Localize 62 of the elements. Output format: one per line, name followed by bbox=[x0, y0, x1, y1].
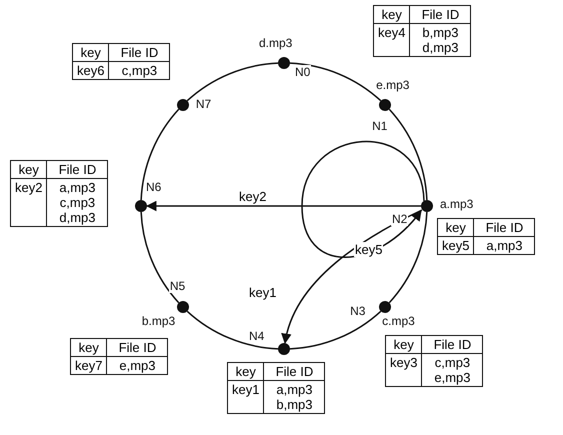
node-label: N7 bbox=[194, 96, 212, 111]
file-id-cell: a,mp3 bbox=[474, 236, 535, 254]
file-id-cell: c,mp3 e,mp3 bbox=[422, 354, 483, 386]
node-label: N0 bbox=[294, 65, 312, 79]
node-label: N6 bbox=[145, 180, 162, 194]
file-id-cell: a,mp3 b,mp3 bbox=[264, 380, 325, 414]
node-label: N5 bbox=[168, 279, 186, 294]
header-cell: key bbox=[10, 160, 47, 178]
node-label: N1 bbox=[371, 118, 388, 133]
file-id-cell: e,mp3 bbox=[106, 356, 168, 374]
file-id-cell: a,mp3 c,mp3 d,mp3 bbox=[46, 178, 108, 226]
key-table bbox=[72, 43, 170, 80]
header-cell: File ID bbox=[422, 336, 483, 354]
key-table bbox=[437, 218, 536, 255]
header-cell: key bbox=[70, 338, 107, 356]
key-cell: key7 bbox=[70, 356, 107, 374]
file-label: c.mp3 bbox=[381, 314, 416, 328]
key-cell: key1 bbox=[228, 380, 264, 414]
header-cell: key bbox=[72, 44, 109, 62]
header-cell: File ID bbox=[106, 338, 168, 356]
header-cell: File ID bbox=[264, 362, 325, 380]
key-cell: key2 bbox=[10, 178, 47, 226]
header-cell: key bbox=[228, 362, 264, 380]
ring-arc bbox=[290, 310, 382, 350]
file-label: e.mp3 bbox=[375, 78, 410, 92]
file-id-cell: c,mp3 bbox=[108, 62, 170, 80]
header-cell: File ID bbox=[108, 44, 170, 62]
arrow bbox=[282, 209, 422, 344]
ring-arc bbox=[290, 62, 382, 102]
node-label: N2 bbox=[391, 212, 408, 226]
header-cell: key bbox=[386, 336, 422, 354]
key-cell: key6 bbox=[72, 62, 109, 80]
header-cell: File ID bbox=[410, 6, 471, 24]
header-cell: key bbox=[374, 6, 410, 24]
node-label: N4 bbox=[248, 329, 266, 343]
header-cell: File ID bbox=[46, 160, 108, 178]
header-cell: File ID bbox=[474, 218, 535, 236]
file-id-cell: b,mp3 d,mp3 bbox=[410, 24, 471, 56]
ring-arc bbox=[186, 310, 278, 350]
key-table bbox=[373, 5, 472, 57]
edge-label: key2 bbox=[238, 189, 268, 204]
key-table bbox=[10, 160, 108, 227]
header-cell: key bbox=[438, 218, 474, 236]
ring-arc bbox=[140, 212, 180, 304]
edge-label: key5 bbox=[354, 242, 384, 257]
file-label: d.mp3 bbox=[258, 36, 294, 50]
ring-arc bbox=[388, 108, 428, 200]
arrow bbox=[301, 140, 425, 258]
key-table bbox=[70, 338, 168, 375]
file-label: a.mp3 bbox=[439, 197, 474, 211]
ring-arc bbox=[140, 108, 180, 200]
ring-arc bbox=[186, 62, 278, 102]
key-cell: key4 bbox=[374, 24, 410, 56]
key-cell: key5 bbox=[438, 236, 474, 254]
key-table bbox=[227, 362, 326, 414]
key-cell: key3 bbox=[386, 354, 422, 386]
ring-arc bbox=[388, 212, 428, 304]
arrow bbox=[146, 200, 421, 212]
key-table bbox=[385, 335, 484, 387]
node-label: N3 bbox=[349, 304, 366, 318]
edge-label: key1 bbox=[248, 285, 278, 300]
file-label: b.mp3 bbox=[140, 314, 176, 328]
